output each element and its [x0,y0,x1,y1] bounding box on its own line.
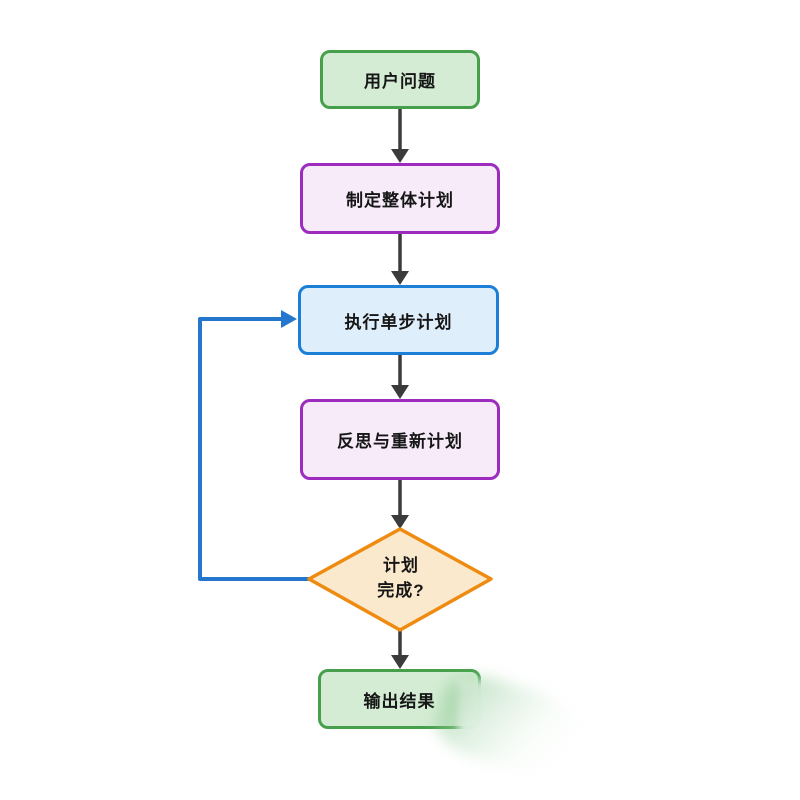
node-decision-diamond-shape [307,527,493,632]
node-make-plan-label: 制定整体计划 [346,191,454,210]
node-reflect-replan: 反思与重新计划 [300,399,500,480]
node-execute-step-label: 执行单步计划 [344,312,453,332]
node-user-question: 用户问题 [320,50,480,109]
edge-user-question-to-make-plan [391,109,409,163]
node-execute-step: 执行单步计划 [298,285,499,355]
loop-edge-arrowhead-icon [281,310,297,328]
edge-execute-step-to-reflect-replan [391,355,409,399]
node-decision-label-line1: 计划 [383,556,419,576]
edge-make-plan-to-execute-step [391,234,409,285]
node-decision-label: 计划 完成? [341,550,461,608]
edge-reflect-replan-to-decision [391,480,409,529]
node-decision-label-line2: 完成? [377,581,425,600]
node-user-question-label: 用户问题 [364,72,436,91]
edge-decision-to-output-result [391,631,409,669]
node-reflect-replan-label: 反思与重新计划 [337,432,463,451]
node-output-result-label: 输出结果 [363,691,436,711]
loop-edge-decision-to-execute [198,317,310,581]
node-make-plan: 制定整体计划 [300,163,500,234]
